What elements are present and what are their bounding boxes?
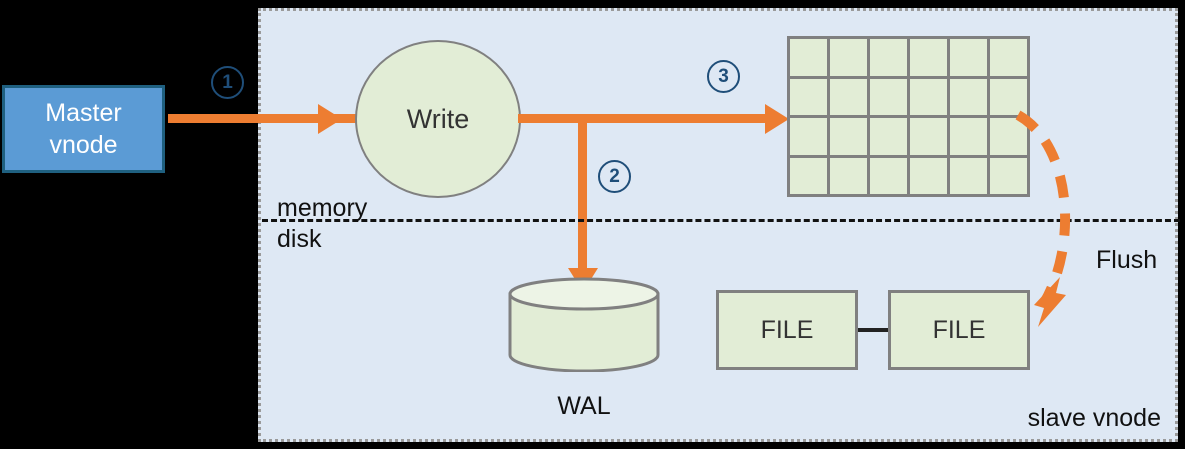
file-box-2-label: FILE xyxy=(932,315,986,344)
memtable-cell xyxy=(790,118,827,155)
file-link-connector xyxy=(858,328,890,332)
memtable-cell xyxy=(950,39,987,76)
memory-disk-divider xyxy=(262,219,1180,222)
flush-label: Flush xyxy=(1096,246,1158,274)
file-box-1[interactable]: FILE xyxy=(716,290,858,370)
step-marker-1: 1 xyxy=(211,66,244,99)
step-marker-2: 2 xyxy=(598,160,631,193)
memtable-cell xyxy=(870,39,907,76)
step-marker-3: 3 xyxy=(707,60,740,93)
file-box-1-label: FILE xyxy=(760,315,814,344)
memtable-cell xyxy=(790,39,827,76)
memory-tier-label: memory xyxy=(277,194,368,222)
memtable-cell xyxy=(950,118,987,155)
master-vnode-line-1: Master xyxy=(45,99,122,127)
memtable-cell xyxy=(950,78,987,115)
memtable-cell xyxy=(830,157,867,194)
memtable-cell xyxy=(910,118,947,155)
memtable-cell xyxy=(910,39,947,76)
write-node-label: Write xyxy=(406,103,470,134)
memtable-cell xyxy=(990,157,1027,194)
memtable-cell xyxy=(990,78,1027,115)
memtable-cell xyxy=(830,39,867,76)
arrowhead-into-memtable xyxy=(765,104,789,134)
memtable-cell xyxy=(990,118,1027,155)
connector-write-to-memtable xyxy=(518,114,770,123)
memtable-cell xyxy=(870,157,907,194)
memtable-cell xyxy=(910,157,947,194)
memtable-grid xyxy=(787,36,1030,197)
arrowhead-into-write xyxy=(318,104,342,134)
slave-vnode-label: slave vnode xyxy=(1027,404,1161,432)
file-box-2[interactable]: FILE xyxy=(888,290,1030,370)
memtable-cell xyxy=(830,118,867,155)
wal-cylinder-shape xyxy=(508,277,660,373)
memtable-cell xyxy=(790,78,827,115)
disk-tier-label: disk xyxy=(277,225,322,253)
memtable-cell xyxy=(790,157,827,194)
connector-write-to-wal xyxy=(578,114,587,272)
memtable-cell xyxy=(870,78,907,115)
memtable-cell xyxy=(870,118,907,155)
memtable-cell xyxy=(990,39,1027,76)
memtable-cell xyxy=(830,78,867,115)
memtable-cell xyxy=(910,78,947,115)
wal-cylinder[interactable] xyxy=(508,277,660,373)
master-vnode-line-2: vnode xyxy=(49,131,118,159)
memtable-cell xyxy=(950,157,987,194)
write-node[interactable]: Write xyxy=(355,40,521,198)
connector-master-to-write xyxy=(168,114,358,123)
master-vnode-box[interactable]: Master vnode xyxy=(2,85,165,173)
wal-label: WAL xyxy=(557,392,611,420)
